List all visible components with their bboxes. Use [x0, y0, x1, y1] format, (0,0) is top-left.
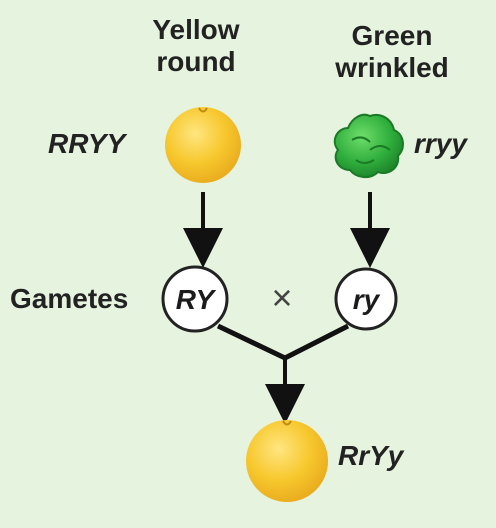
offspring-seed-notch — [282, 420, 292, 426]
left-gamete-circle — [161, 265, 229, 333]
gametes-label: Gametes — [10, 283, 129, 314]
right-phenotype-line2: wrinkled — [335, 52, 449, 83]
yellow-round-offspring-seed-icon — [246, 420, 328, 502]
offspring-genotype: RrYy — [338, 440, 404, 471]
yellow-round-seed-icon — [165, 107, 241, 183]
gamete-join-lines — [216, 323, 350, 361]
seed-notch — [198, 107, 208, 113]
left-parent-seed — [165, 107, 241, 183]
wrinkle-lines — [351, 136, 391, 164]
left-parent-phenotype: Yellow round — [128, 14, 264, 78]
right-parent-seed — [333, 113, 404, 178]
right-gamete-label: ry — [353, 284, 381, 315]
left-parent-genotype: RRYY — [48, 128, 126, 159]
left-gamete: RY — [161, 265, 229, 333]
green-wrinkled-seed-icon — [333, 113, 404, 178]
offspring-seed — [246, 420, 328, 502]
left-phenotype-line2: round — [156, 46, 236, 77]
right-parent-genotype: rryy — [414, 128, 467, 159]
right-phenotype-line1: Green — [351, 20, 433, 51]
right-parent-phenotype: Green wrinkled — [312, 20, 472, 84]
left-phenotype-line1: Yellow — [152, 14, 240, 45]
left-gamete-label: RY — [176, 284, 217, 315]
right-gamete: ry — [334, 267, 398, 331]
right-gamete-circle — [334, 267, 398, 331]
cross-symbol: × — [271, 277, 292, 318]
